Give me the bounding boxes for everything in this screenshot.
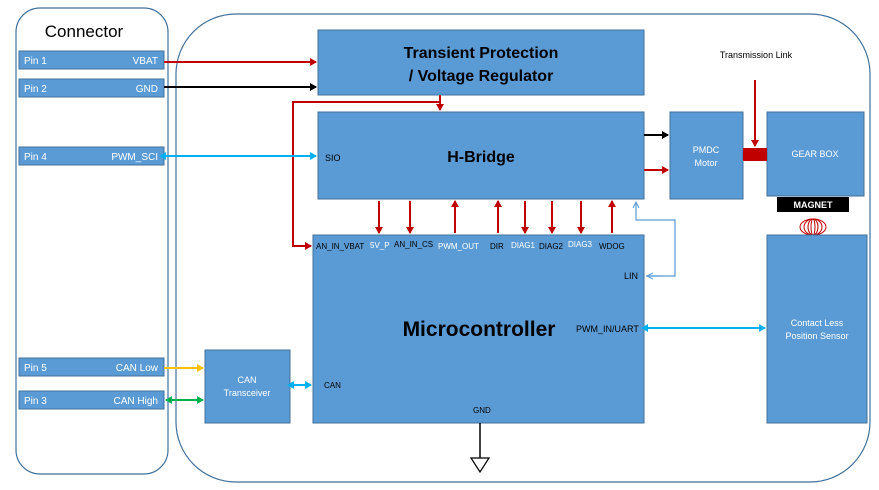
regulator-line1: Transient Protection: [404, 45, 559, 62]
lin-loop-wire: [636, 202, 676, 277]
transmission-link-label: Transmission Link: [720, 50, 793, 60]
pin-4: Pin 4 PWM_SCI: [18, 146, 165, 166]
pin-5-label: Pin 5: [24, 363, 47, 374]
hbridge-title: H-Bridge: [447, 149, 515, 166]
pin-3-signal: CAN High: [114, 396, 158, 407]
regulator-line2: / Voltage Regulator: [409, 68, 554, 85]
mcu-pin-5v-p: 5V_P: [370, 241, 390, 250]
pin-4-signal: PWM_SCI: [111, 152, 158, 163]
pin-5: Pin 5 CAN Low: [18, 357, 165, 377]
gearbox-label: GEAR BOX: [791, 149, 838, 159]
microcontroller-block: Microcontroller AN_IN_VBAT 5V_P AN_IN_CS…: [312, 234, 645, 424]
can-transceiver-block: CAN Transceiver: [204, 349, 291, 424]
hbridge-sio-port: SIO: [325, 153, 341, 163]
pin-1-signal: VBAT: [133, 56, 158, 67]
position-sensor-block: Contact Less Position Sensor: [766, 234, 868, 424]
mcu-pin-diag2: DIAG2: [539, 242, 564, 251]
motor-line2: Motor: [694, 158, 717, 168]
pin-5-signal: CAN Low: [116, 363, 159, 374]
pin-1: Pin 1 VBAT: [18, 50, 165, 70]
mcu-pin-diag1: DIAG1: [511, 241, 536, 250]
transmission-link-coupler: [743, 148, 767, 161]
pin-2-signal: GND: [136, 84, 158, 95]
regulator-to-mcu-wire: [292, 101, 440, 250]
connector-panel: [15, 7, 169, 475]
mcu-pin-wdog: WDOG: [599, 242, 625, 251]
ecu-boundary: [175, 13, 871, 483]
regulator-block: Transient Protection / Voltage Regulator: [317, 29, 645, 96]
mcu-pin-pwm-uart: PWM_IN/UART: [576, 324, 639, 334]
ground-icon: [469, 457, 491, 474]
mcu-pin-pwm-out: PWM_OUT: [438, 242, 479, 251]
mcu-title: Microcontroller: [403, 318, 556, 341]
connector-title: Connector: [45, 22, 124, 41]
mcu-pin-can: CAN: [324, 381, 341, 390]
mcu-pin-an-in-cs: AN_IN_CS: [394, 240, 433, 249]
mcu-pin-diag3: DIAG3: [568, 240, 593, 249]
sensor-line1: Contact Less: [791, 318, 844, 328]
gearbox-block: GEAR BOX: [766, 111, 865, 197]
sensor-line2: Position Sensor: [785, 331, 848, 341]
magnet-label: MAGNET: [794, 200, 833, 210]
magnetic-field-icon: [799, 218, 827, 236]
mcu-pin-lin: LIN: [624, 271, 638, 281]
pin-2: Pin 2 GND: [18, 78, 165, 98]
pin-1-label: Pin 1: [24, 56, 47, 67]
can-line2: Transceiver: [224, 388, 271, 398]
can-line1: CAN: [237, 375, 256, 385]
pin-3-label: Pin 3: [24, 396, 47, 407]
pin-2-label: Pin 2: [24, 84, 47, 95]
mcu-pin-an-in-vbat: AN_IN_VBAT: [316, 242, 364, 251]
magnet-block: [777, 197, 849, 212]
pin-3: Pin 3 CAN High: [18, 390, 165, 410]
hbridge-block: H-Bridge SIO: [317, 111, 645, 200]
motor-line1: PMDC: [693, 145, 720, 155]
motor-block: PMDC Motor: [669, 111, 744, 200]
mcu-pin-gnd: GND: [473, 406, 491, 415]
pin-4-label: Pin 4: [24, 152, 47, 163]
mcu-pin-dir: DIR: [490, 242, 504, 251]
